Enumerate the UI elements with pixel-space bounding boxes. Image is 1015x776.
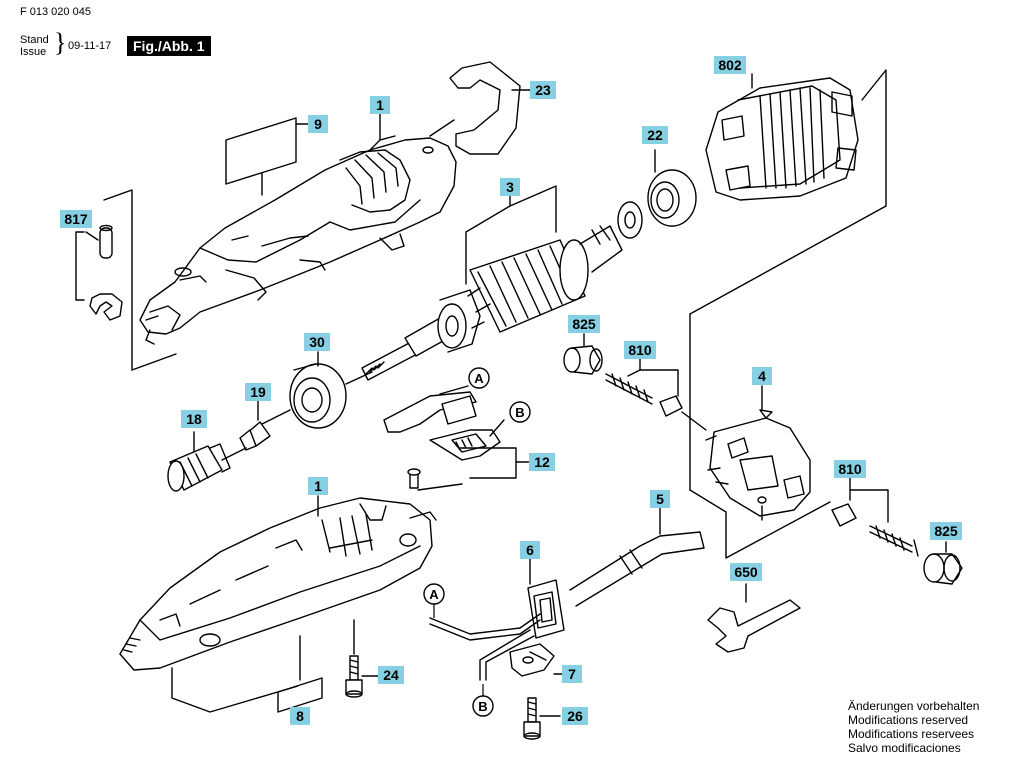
part-label-825-right: 825 xyxy=(930,522,962,540)
svg-text:12: 12 xyxy=(534,454,550,470)
svg-text:810: 810 xyxy=(838,461,862,477)
svg-text:810: 810 xyxy=(628,342,652,358)
part-label-4: 4 xyxy=(752,367,772,385)
svg-text:6: 6 xyxy=(526,542,534,558)
svg-text:A: A xyxy=(474,371,484,386)
svg-text:22: 22 xyxy=(647,127,663,143)
wire-clip-23-drawing xyxy=(449,61,521,155)
part-label-650: 650 xyxy=(730,563,762,581)
part-label-817: 817 xyxy=(60,210,92,228)
issue-date: 09-11-17 xyxy=(68,40,112,52)
svg-text:1: 1 xyxy=(376,97,384,113)
part-label-810-top: 810 xyxy=(624,341,656,359)
svg-text:817: 817 xyxy=(64,211,88,227)
part-labels: 802 23 1 9 22 3 xyxy=(60,56,962,725)
svg-text:825: 825 xyxy=(934,523,958,539)
collet-nut-18-drawing xyxy=(167,443,231,492)
brush-plate-4-drawing xyxy=(705,409,811,521)
pin-clip-817-drawing xyxy=(89,224,123,321)
marker-b-top: B xyxy=(509,401,531,423)
disclaimer-line-de: Änderungen vorbehalten xyxy=(848,699,980,713)
part-label-19: 19 xyxy=(245,383,271,401)
brush-cap-825-top-drawing xyxy=(563,345,603,375)
screw-26-drawing xyxy=(523,697,541,740)
svg-text:8: 8 xyxy=(296,708,304,724)
connection-markers: A B A B xyxy=(423,367,531,717)
svg-text:802: 802 xyxy=(718,57,742,73)
brace-glyph: } xyxy=(54,28,67,57)
part-label-22: 22 xyxy=(642,126,668,144)
figure-label: Fig./Abb. 1 xyxy=(127,36,211,56)
svg-text:9: 9 xyxy=(314,116,322,132)
stand-label: Stand xyxy=(20,34,49,46)
housing-top-drawing xyxy=(139,135,457,345)
brush-cap-825-right-drawing xyxy=(923,553,963,585)
part-label-26: 26 xyxy=(562,707,588,725)
cable-clamp-7-drawing xyxy=(509,643,555,677)
part-label-30: 30 xyxy=(304,333,330,351)
bearing-30-drawing xyxy=(289,363,347,429)
part-label-802: 802 xyxy=(714,56,746,74)
screw-24-drawing xyxy=(345,655,363,698)
svg-text:4: 4 xyxy=(758,368,766,384)
bearing-22-drawing xyxy=(647,169,697,227)
part-label-5: 5 xyxy=(650,490,670,508)
svg-text:26: 26 xyxy=(567,708,583,724)
part-label-825-top: 825 xyxy=(568,315,600,333)
svg-text:3: 3 xyxy=(506,179,514,195)
part-label-1-top: 1 xyxy=(370,96,390,114)
svg-text:5: 5 xyxy=(656,491,664,507)
svg-text:18: 18 xyxy=(186,411,202,427)
part-label-6: 6 xyxy=(520,541,540,559)
disclaimer-line-es: Salvo modificaciones xyxy=(848,741,961,755)
svg-text:24: 24 xyxy=(383,667,399,683)
wrench-650-drawing xyxy=(707,599,801,653)
svg-text:825: 825 xyxy=(572,316,596,332)
svg-text:19: 19 xyxy=(250,384,266,400)
brush-holder-12-drawing xyxy=(383,391,501,489)
part-label-12: 12 xyxy=(529,453,555,471)
label-plate-9-drawing xyxy=(225,117,297,185)
part-label-810-right: 810 xyxy=(834,460,866,478)
part-label-1-bottom: 1 xyxy=(308,477,328,495)
part-label-23: 23 xyxy=(530,81,556,99)
field-coil-802-drawing xyxy=(705,77,859,201)
power-cord-5-6-drawing xyxy=(429,531,705,681)
svg-text:B: B xyxy=(478,699,487,714)
armature-3-drawing xyxy=(361,201,643,381)
svg-text:30: 30 xyxy=(309,334,325,350)
part-label-8: 8 xyxy=(290,707,310,725)
label-plate-8-drawing xyxy=(277,677,323,713)
part-label-3: 3 xyxy=(500,178,520,196)
collet-19-drawing xyxy=(239,409,291,451)
part-label-7: 7 xyxy=(562,665,582,683)
marker-a-bottom: A xyxy=(423,583,445,605)
carbon-brush-810-top-drawing xyxy=(605,373,683,417)
marker-b-bottom: B xyxy=(472,695,494,717)
svg-text:23: 23 xyxy=(535,82,551,98)
part-label-9: 9 xyxy=(308,115,328,133)
carbon-brush-810-right-drawing xyxy=(831,503,919,557)
svg-text:B: B xyxy=(515,405,524,420)
doc-number: F 013 020 045 xyxy=(20,6,91,18)
housing-bottom-drawing xyxy=(119,497,437,671)
disclaimer-line-fr: Modifications reservees xyxy=(848,727,975,741)
svg-text:650: 650 xyxy=(734,564,758,580)
marker-a-top: A xyxy=(468,367,490,389)
part-label-24: 24 xyxy=(378,666,404,684)
disclaimer-line-en: Modifications reserved xyxy=(848,713,969,727)
svg-text:1: 1 xyxy=(314,478,322,494)
issue-label: Issue xyxy=(20,46,47,58)
svg-text:A: A xyxy=(429,587,439,602)
part-label-18: 18 xyxy=(181,410,207,428)
svg-text:7: 7 xyxy=(568,666,576,682)
